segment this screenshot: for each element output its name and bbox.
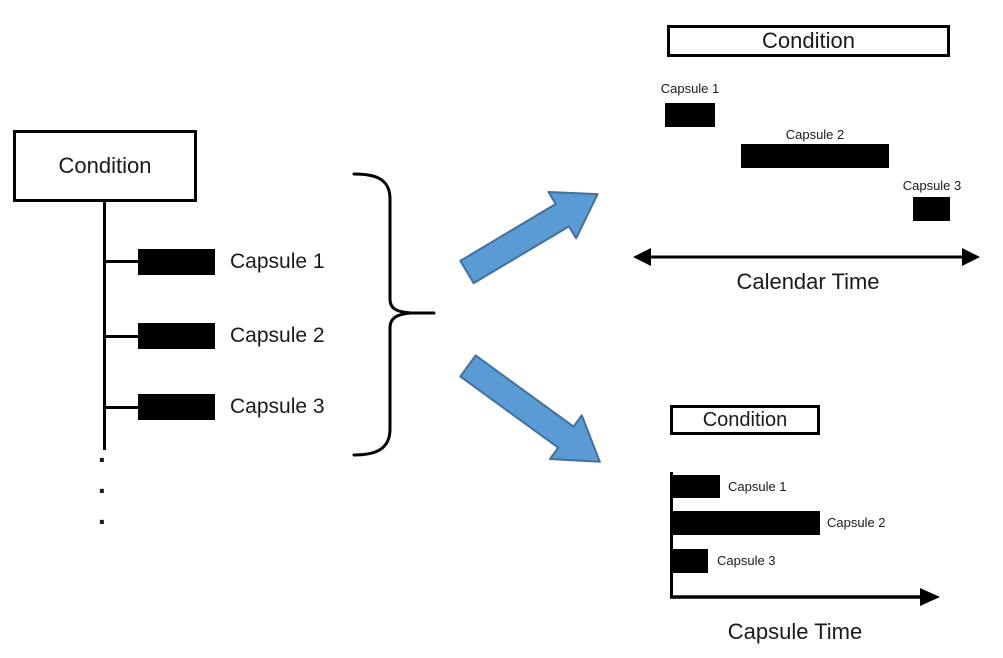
capsule-time-capsule-2-label: Capsule 2 — [827, 515, 886, 530]
arrow-to-calendar-view-icon — [459, 190, 599, 285]
left-condition-label: Condition — [58, 153, 152, 178]
capsule-time-capsule-1-label: Capsule 1 — [728, 479, 787, 494]
calendar-condition-box: Condition — [667, 25, 950, 57]
calendar-capsule-1-label: Capsule 1 — [660, 81, 720, 96]
calendar-time-axis-arrow — [633, 248, 980, 266]
calendar-capsule-2-bar — [741, 144, 889, 168]
curly-brace — [352, 172, 436, 457]
calendar-capsule-3-bar — [913, 197, 950, 221]
left-capsule-1-label: Capsule 1 — [230, 250, 325, 273]
capsule-condition-box: Condition — [670, 405, 820, 435]
capsule-time-capsule-2-bar — [673, 511, 820, 535]
left-capsule-2-label: Capsule 2 — [230, 324, 325, 347]
left-condition-box: Condition — [13, 130, 197, 202]
calendar-capsule-1-bar — [665, 103, 715, 127]
left-capsule-2-bar — [138, 323, 215, 349]
capsule-condition-label: Condition — [702, 408, 788, 431]
calendar-capsule-2-label: Capsule 2 — [785, 127, 845, 142]
calendar-condition-label: Condition — [762, 28, 855, 53]
ellipsis-dot: . — [98, 499, 106, 530]
capsule-time-capsule-1-bar — [673, 475, 720, 498]
left-capsule-3-bar — [138, 394, 215, 420]
calendar-capsule-3-label: Capsule 3 — [902, 178, 962, 193]
capsule-time-capsule-3-bar — [673, 549, 708, 573]
ellipsis-dot: . — [98, 468, 106, 499]
left-capsule-3-label: Capsule 3 — [230, 395, 325, 418]
left-capsule-1-bar — [138, 249, 215, 275]
capsule-time-capsule-3-label: Capsule 3 — [717, 553, 776, 568]
arrow-to-capsule-view-icon — [459, 354, 601, 463]
capsule-time-axis-label: Capsule Time — [727, 619, 863, 644]
ellipsis-dot: . — [98, 437, 106, 468]
tree-connector-lines — [103, 201, 138, 450]
calendar-time-axis-label: Calendar Time — [736, 269, 880, 294]
